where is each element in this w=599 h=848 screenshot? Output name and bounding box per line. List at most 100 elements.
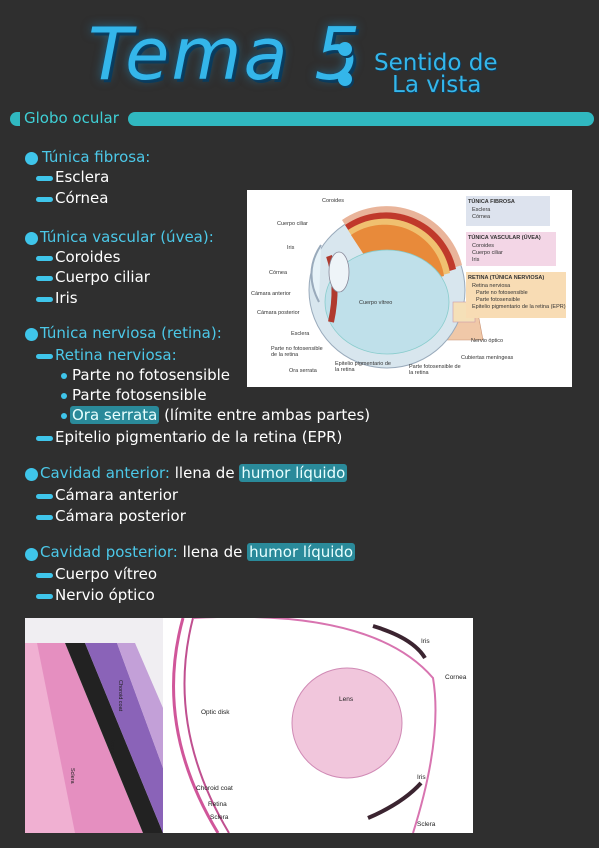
dash-bullet xyxy=(36,436,53,441)
sub-bullet xyxy=(61,373,67,379)
dash-bullet xyxy=(36,594,53,599)
dash-bullet xyxy=(36,176,53,181)
ora-serrata-note: (límite entre ambas partes) xyxy=(159,406,371,424)
list-item: Iris xyxy=(55,289,78,307)
legend-retina-title: RETINA (TÚNICA NERVIOSA) xyxy=(468,275,545,281)
histology-retina-image: Choroid coat Retina Sclera xyxy=(25,618,163,833)
label-optic-disk: Optic disk xyxy=(201,709,230,716)
cavidad-anterior-line: Cavidad anterior: llena de humor líquido xyxy=(40,464,348,482)
legend-fibrosa-title: TÚNICA FIBROSA xyxy=(468,199,515,205)
legend-item: Cuerpo ciliar xyxy=(472,250,503,256)
bullet-dot xyxy=(25,232,38,245)
dash-bullet xyxy=(36,354,53,359)
tunica-fibrosa-heading: Túnica fibrosa: xyxy=(42,148,151,166)
label-camara-posterior: Cámara posterior xyxy=(257,310,300,316)
sub-bullet xyxy=(61,413,67,419)
label-parte-no-fotosensible: Parte no fotosensible de la retina xyxy=(271,346,323,358)
page-title: Tema 5 xyxy=(88,12,363,96)
title-colon xyxy=(336,38,356,92)
legend-vascular: TÚNICA VASCULAR (ÚVEA) Coroides Cuerpo c… xyxy=(466,232,556,266)
ora-serrata-line: Ora serrata (límite entre ambas partes) xyxy=(70,406,370,424)
histology-retina-svg xyxy=(25,643,163,833)
legend-item: Parte fotosensible xyxy=(476,297,521,303)
histology-eye-svg xyxy=(172,618,437,833)
list-item: Parte no fotosensible xyxy=(72,366,231,384)
legend-item: Iris xyxy=(472,257,480,263)
label-choroid-coat: Choroid coat xyxy=(117,680,123,712)
legend-item: Córnea xyxy=(472,214,491,220)
retina-nerviosa-label: Retina nerviosa: xyxy=(55,346,177,364)
humor-highlight: humor líquido xyxy=(239,464,348,482)
legend-item: Epitelio pigmentario de la retina (EPR) xyxy=(472,304,566,310)
legend-item: Esclera xyxy=(472,207,491,213)
list-item: Cámara posterior xyxy=(55,507,186,525)
label-iris-bottom: Iris xyxy=(417,774,426,781)
label-lens: Lens xyxy=(339,696,354,703)
label-nervio-optico: Nervio óptico xyxy=(471,338,504,344)
dash-bullet xyxy=(36,197,53,202)
label-iris: Iris xyxy=(287,245,295,251)
label-esclera: Esclera xyxy=(291,331,310,337)
bullet-dot xyxy=(25,468,38,481)
cavidad-posterior-line: Cavidad posterior: llena de humor líquid… xyxy=(40,543,356,561)
label-coroides: Coroides xyxy=(322,198,345,204)
page-subtitle-line2: La vista xyxy=(392,72,482,98)
dash-bullet xyxy=(36,515,53,520)
list-item: Cuerpo ciliar xyxy=(55,268,150,286)
label-cuerpo-ciliar: Cuerpo ciliar xyxy=(277,221,308,227)
eye-illustration xyxy=(308,206,484,369)
dash-bullet xyxy=(36,297,53,302)
tunica-vascular-heading: Túnica vascular (úvea): xyxy=(40,228,214,246)
bullet-dot xyxy=(25,152,38,165)
legend-vascular-title: TÚNICA VASCULAR (ÚVEA) xyxy=(468,235,541,241)
label-sclera-left: Sclera xyxy=(210,814,229,821)
label-cornea: Cornea xyxy=(445,674,467,681)
label-sclera-bottom: Sclera xyxy=(417,821,436,828)
list-item: Epitelio pigmentario de la retina (EPR) xyxy=(55,428,343,446)
list-item: Coroides xyxy=(55,248,121,266)
cavidad-anterior-heading: Cavidad anterior: xyxy=(40,464,170,482)
dash-bullet xyxy=(36,276,53,281)
histology-eye-section-image: Iris Cornea Lens Optic disk Iris Choroid… xyxy=(163,618,473,833)
label-iris-top: Iris xyxy=(421,638,430,645)
label-retina: Retina xyxy=(109,738,115,754)
section-bar-right xyxy=(128,112,594,126)
bullet-dot xyxy=(25,328,38,341)
eye-anatomy-diagram: Coroides Cuerpo ciliar Iris Córnea Cámar… xyxy=(247,190,572,387)
dash-bullet xyxy=(36,494,53,499)
list-item: Nervio óptico xyxy=(55,586,155,604)
bullet-dot xyxy=(25,548,38,561)
connector-text: llena de xyxy=(170,464,240,482)
label-sclera: Sclera xyxy=(69,768,75,784)
tunica-nerviosa-heading: Túnica nerviosa (retina): xyxy=(40,324,222,342)
cavidad-posterior-heading: Cavidad posterior: xyxy=(40,543,178,561)
label-parte-fotosensible: Parte fotosensible de la retina xyxy=(409,364,461,376)
dash-bullet xyxy=(36,573,53,578)
label-ora-serrata: Ora serrata xyxy=(289,368,317,374)
label-camara-anterior: Cámara anterior xyxy=(251,291,291,297)
legend-fibrosa: TÚNICA FIBROSA Esclera Córnea xyxy=(466,196,550,226)
section-title: Globo ocular xyxy=(24,109,119,127)
label-cubiertas-meningeas: Cubiertas meníngeas xyxy=(461,355,514,361)
list-item: Córnea xyxy=(55,189,109,207)
legend-item: Retina nerviosa xyxy=(472,283,511,289)
page-subtitle-line1: Sentido de xyxy=(374,50,498,76)
connector-text: llena de xyxy=(177,543,248,561)
label-epitelio-pigmentario: Epitelio pigmentario de la retina xyxy=(335,361,391,373)
legend-item: Coroides xyxy=(472,243,495,249)
label-choroid-coat: Choroid coat xyxy=(196,785,233,792)
sub-bullet xyxy=(61,393,67,399)
ora-serrata-highlight: Ora serrata xyxy=(70,406,160,424)
label-retina: Retina xyxy=(208,801,227,808)
legend-item: Parte no fotosensible xyxy=(476,290,528,296)
legend-retina: RETINA (TÚNICA NERVIOSA) Retina nerviosa… xyxy=(466,272,566,318)
list-item: Esclera xyxy=(55,168,110,186)
section-bar-left xyxy=(10,112,20,126)
list-item: Parte fotosensible xyxy=(72,386,207,404)
label-cornea: Córnea xyxy=(269,270,288,276)
dash-bullet xyxy=(36,256,53,261)
list-item: Cuerpo vítreo xyxy=(55,565,158,583)
humor-highlight: humor líquido xyxy=(247,543,356,561)
label-cuerpo-vitreo: Cuerpo vítreo xyxy=(359,300,393,306)
list-item: Cámara anterior xyxy=(55,486,179,504)
